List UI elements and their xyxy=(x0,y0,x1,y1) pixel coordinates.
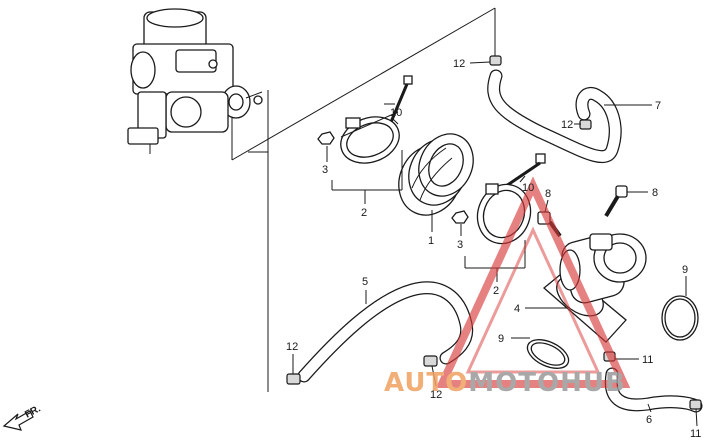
carburetor-assembly xyxy=(127,8,263,160)
nut-3-upper xyxy=(317,131,335,145)
watermark-moto: MOTO xyxy=(468,368,560,398)
callout-10-upper: 10 xyxy=(390,107,402,119)
callout-3-lower: 3 xyxy=(457,239,463,251)
watermark-hub: HUB xyxy=(560,368,626,398)
callout-12-left: 12 xyxy=(286,341,298,353)
hose-clip-12-mid xyxy=(579,119,592,130)
callout-6: 6 xyxy=(646,414,652,426)
watermark-triangle xyxy=(435,176,631,388)
watermark-logo-text: AUTOMOTOHUB xyxy=(384,368,626,398)
callout-9-lower: 9 xyxy=(498,333,504,345)
watermark: AUTOMOTOHUB xyxy=(384,176,631,398)
bolt-10-lower xyxy=(505,153,546,188)
callout-5: 5 xyxy=(362,276,368,288)
callout-1: 1 xyxy=(428,235,434,247)
bolt-8-right xyxy=(604,185,628,218)
hose-clip-12-top xyxy=(489,55,502,66)
hose-7 xyxy=(487,69,622,164)
insulator-boot-1 xyxy=(398,133,474,216)
callout-8-right: 8 xyxy=(652,187,658,199)
callout-11-bottom: 11 xyxy=(690,428,701,440)
watermark-auto: AUTO xyxy=(384,368,468,398)
callout-12-bottom: 12 xyxy=(430,389,442,401)
callout-2-upper: 2 xyxy=(361,207,367,219)
hose-clip-12-left xyxy=(286,373,301,385)
front-direction-label: FR. xyxy=(23,403,43,420)
callout-12-top: 12 xyxy=(453,58,465,70)
leader-lines xyxy=(292,61,698,427)
callout-7: 7 xyxy=(655,100,661,112)
callout-8-left: 8 xyxy=(545,188,551,200)
hose-6 xyxy=(604,367,703,413)
callout-3-upper: 3 xyxy=(322,164,328,176)
o-ring-9-right xyxy=(661,295,699,341)
callout-12-mid: 12 xyxy=(561,119,573,131)
front-direction-arrow-icon xyxy=(2,410,34,431)
hose-clip-12-bottom xyxy=(423,355,438,367)
callout-labels: 12 7 12 10 3 2 1 10 8 8 3 9 5 2 4 9 12 1… xyxy=(286,58,701,440)
clamp-band-2-upper xyxy=(340,111,400,164)
nut-3-lower xyxy=(451,210,469,224)
callout-9-right: 9 xyxy=(682,264,688,276)
callout-2-lower: 2 xyxy=(493,285,499,297)
watermark-triangle-inner xyxy=(465,226,601,374)
front-direction-indicator: FR. xyxy=(2,403,43,431)
o-ring-9-lower xyxy=(526,339,570,369)
callout-4: 4 xyxy=(514,303,520,315)
callout-11-mid: 11 xyxy=(642,354,653,366)
frame-lines xyxy=(231,7,496,392)
hose-5 xyxy=(297,281,474,383)
hose-clip-11-bottom xyxy=(689,399,702,410)
callout-10-lower: 10 xyxy=(522,182,534,194)
